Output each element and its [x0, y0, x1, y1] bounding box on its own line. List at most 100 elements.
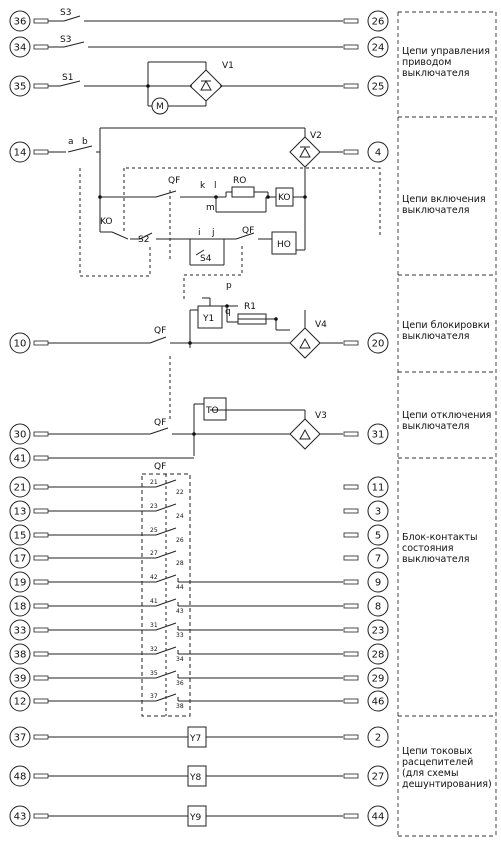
label-v4: V4: [315, 320, 327, 330]
section-labels: Цепи управления приводом выключателя Цеп…: [402, 46, 492, 790]
terminal-35: 35: [9, 75, 49, 97]
terminal-46: 46: [343, 690, 389, 712]
terminal-label: 44: [372, 812, 385, 823]
aux-pin-left: 37: [150, 693, 158, 700]
aux-pin-right: 34: [176, 656, 184, 663]
component-labels: S3 S3 S1 V1 M a b V2 QF k l m RO KO KO S…: [60, 8, 327, 823]
aux-pin-left: 35: [150, 670, 158, 677]
label-y7: Y7: [189, 734, 201, 744]
terminal-label: 14: [14, 148, 27, 159]
label-s3-a: S3: [60, 8, 71, 18]
aux-pin-left: 25: [150, 527, 158, 534]
aux-pin-right: 44: [176, 584, 184, 591]
terminal-43: 43: [9, 805, 49, 827]
aux-pin-left: 23: [150, 503, 158, 510]
terminal-36: 36: [9, 10, 49, 32]
terminal-21: 21: [9, 476, 49, 498]
terminal-8: 8: [343, 595, 389, 617]
relay-ko: [275, 187, 294, 207]
terminal-2: 2: [343, 726, 389, 748]
terminal-44: 44: [343, 805, 389, 827]
terminal-label: 5: [375, 531, 381, 542]
terminal-label: 28: [372, 650, 385, 661]
terminal-label: 48: [14, 772, 27, 783]
terminal-14: 14: [9, 141, 49, 163]
terminal-label: 12: [14, 697, 27, 708]
terminal-5: 5: [343, 524, 389, 546]
terminal-label: 25: [372, 82, 385, 93]
terminal-34: 34: [9, 36, 49, 58]
aux-pin-right: 24: [176, 513, 184, 520]
terminal-20: 20: [343, 332, 389, 354]
rectifier-v3: [289, 418, 321, 450]
terminal-label: 43: [14, 812, 27, 823]
release-y9: [187, 805, 207, 827]
terminal-label: 27: [372, 772, 385, 783]
terminal-label: 37: [14, 733, 27, 744]
components: [98, 69, 321, 827]
terminal-11: 11: [343, 476, 389, 498]
aux-pin-left: 31: [150, 622, 158, 629]
terminal-label: 21: [14, 483, 27, 494]
section-label-closing-1: Цепи включения: [402, 194, 486, 205]
label-qf-tripping: QF: [154, 418, 166, 428]
section-label-tripping-1: Цепи отключения: [402, 410, 491, 421]
aux-contact-row: 32 34: [48, 646, 343, 663]
terminal-label: 8: [375, 602, 381, 613]
terminal-33: 33: [9, 619, 49, 641]
terminal-30: 30: [9, 423, 49, 445]
terminal-label: 34: [14, 43, 27, 54]
resistor-r1: [237, 313, 267, 325]
section-label-current-release-4: дешунтирования): [402, 779, 492, 790]
terminal-label: 23: [372, 626, 385, 637]
aux-pin-left: 41: [150, 598, 158, 605]
rectifier-v1: [189, 69, 223, 102]
label-motor: M: [156, 102, 164, 112]
label-qf-closing: QF: [168, 176, 180, 186]
resistor-ro: [231, 186, 255, 198]
section-label-drive-control-1: Цепи управления: [402, 46, 490, 57]
terminal-label: 20: [372, 339, 385, 350]
terminal-15: 15: [9, 524, 49, 546]
label-ro: RO: [233, 176, 246, 186]
terminal-label: 3: [375, 507, 381, 518]
aux-contact-row: 35 36: [48, 670, 343, 687]
terminal-29: 29: [343, 667, 389, 689]
terminal-label: 26: [372, 17, 385, 28]
terminal-label: 35: [14, 82, 27, 93]
aux-pin-right: 36: [176, 680, 184, 687]
aux-pin-left: 32: [150, 646, 158, 653]
junction-dots: [98, 84, 307, 436]
terminal-48: 48: [9, 765, 49, 787]
terminal-10: 10: [9, 332, 49, 354]
terminal-23: 23: [343, 619, 389, 641]
section-label-drive-control-2: приводом: [402, 57, 451, 68]
terminal-label: 31: [372, 430, 385, 441]
terminal-9: 9: [343, 571, 389, 593]
label-ho: HO: [277, 240, 291, 250]
terminal-label: 7: [375, 554, 381, 565]
terminal-24: 24: [343, 36, 389, 58]
section-label-aux-contacts-3: выключателя: [402, 554, 470, 565]
terminal-26: 26: [343, 10, 389, 32]
terminal-38: 38: [9, 643, 49, 665]
label-s1: S1: [62, 73, 73, 83]
terminal-17: 17: [9, 547, 49, 569]
terminal-37: 37: [9, 726, 49, 748]
label-v2: V2: [310, 131, 322, 141]
terminal-label: 36: [14, 17, 27, 28]
label-y8: Y8: [189, 773, 201, 783]
label-b: b: [82, 137, 88, 147]
section-label-aux-contacts-1: Блок-контакты: [402, 532, 477, 543]
label-y1: Y1: [202, 314, 214, 324]
terminal-label: 39: [14, 674, 27, 685]
aux-pin-left: 21: [150, 479, 158, 486]
section-label-current-release-1: Цепи токовых: [402, 746, 473, 757]
terminal-28: 28: [343, 643, 389, 665]
aux-pin-right: 33: [176, 632, 184, 639]
